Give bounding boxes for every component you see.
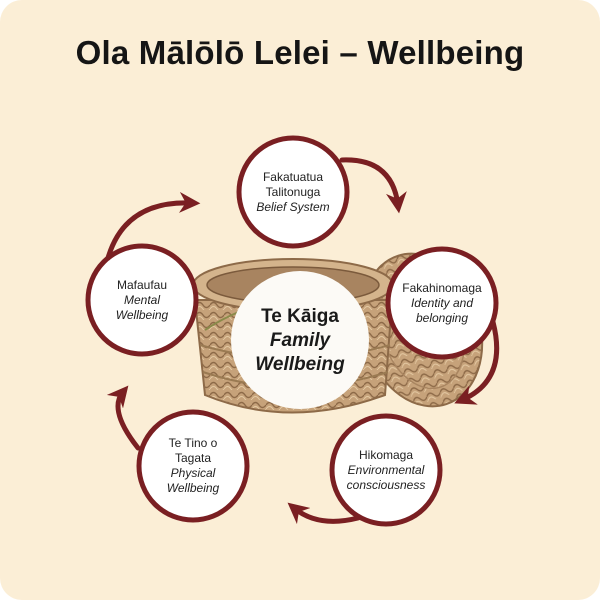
node-rings [85, 135, 499, 527]
ring-environment [329, 413, 443, 527]
ring-belief [236, 135, 350, 249]
identity-line1: Fakahinomaga [402, 280, 482, 295]
identity-line2: Identity and [410, 295, 474, 310]
mental-line3: Wellbeing [115, 307, 169, 322]
environment-line1: Hikomaga [358, 447, 414, 462]
center-line2: Family [269, 330, 331, 351]
ring-physical [136, 409, 250, 523]
center-line1: Te Kāiga [261, 306, 339, 327]
physical-line1: Te Tino o [168, 436, 218, 450]
page-title: Ola Mālōlō Lelei – Wellbeing [75, 34, 525, 71]
belief-line1: Fakatuatua [262, 169, 324, 184]
arrow-mental-to-belief [105, 191, 201, 261]
node-environment: Hikomaga Environmental consciousness [336, 430, 436, 510]
environment-line3: consciousness [346, 477, 426, 492]
arrow-environment-to-physical [287, 502, 361, 525]
mental-line2: Mental [123, 292, 161, 307]
physical-line4: Wellbeing [166, 481, 220, 495]
physical-line3: Physical [170, 466, 216, 480]
cycle-arrows [105, 157, 500, 525]
arrow-identity-to-environment [454, 319, 500, 405]
node-belief-system: Fakatuatua Talitonuga Belief System [243, 152, 343, 232]
arrow-belief-to-identity [339, 157, 407, 214]
center-circle [231, 271, 369, 409]
environment-line2: Environmental [347, 462, 425, 477]
arrow-physical-to-mental [106, 385, 141, 451]
ring-identity [385, 246, 499, 360]
node-identity: Fakahinomaga Identity and belonging [392, 263, 492, 343]
center-line3: Wellbeing [255, 354, 345, 375]
belief-line2: Talitonuga [265, 184, 321, 199]
physical-line2: Tagata [174, 451, 212, 465]
node-mental: Mafaufau Mental Wellbeing [92, 260, 192, 340]
mental-line1: Mafaufau [116, 277, 168, 292]
node-physical: Te Tino o Tagata Physical Wellbeing [143, 426, 243, 506]
identity-line3: belonging [415, 310, 469, 325]
center-label: Te Kāiga Family Wellbeing [236, 296, 364, 386]
belief-line3: Belief System [256, 199, 330, 214]
ring-mental [85, 243, 199, 357]
